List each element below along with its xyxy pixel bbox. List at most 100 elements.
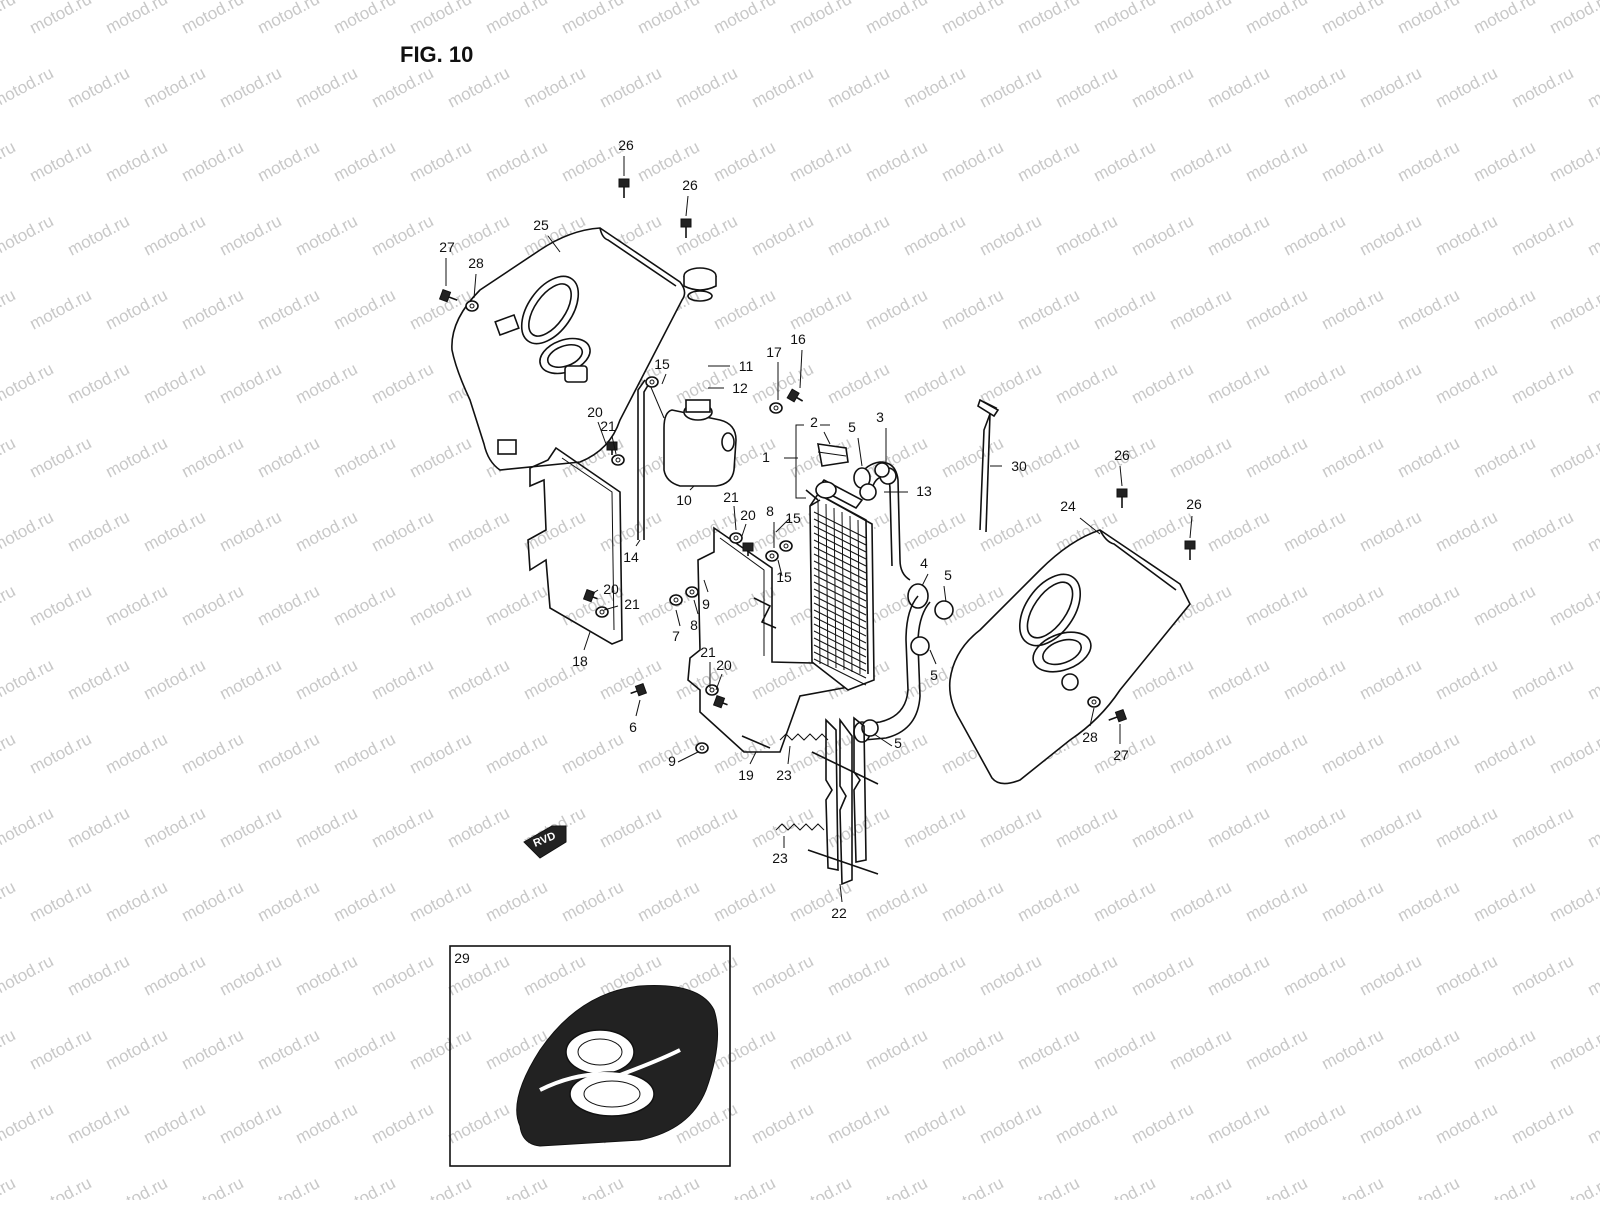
watermark-text: motod.ru — [748, 951, 816, 999]
watermark-text: motod.ru — [672, 803, 740, 851]
watermark-text: motod.ru — [1546, 1025, 1600, 1073]
watermark-text: motod.ru — [102, 877, 170, 925]
watermark-text: motod.ru — [140, 655, 208, 703]
leader-26b — [685, 195, 689, 217]
watermark-text: motod.ru — [1470, 1025, 1538, 1073]
emblem-plate: RVD — [523, 825, 567, 859]
watermark-text: motod.ru — [1546, 877, 1600, 925]
watermark-text: motod.ru — [64, 359, 132, 407]
watermark-text: motod.ru — [254, 0, 322, 38]
watermark-text: motod.ru — [1128, 359, 1196, 407]
leader-19 — [749, 751, 757, 765]
watermark-text: motod.ru — [482, 0, 550, 38]
watermark-text: motod.ru — [862, 1025, 930, 1073]
bolt — [582, 588, 598, 603]
watermark-text: motod.ru — [0, 507, 57, 555]
watermark-text: motod.ru — [558, 0, 626, 38]
callout-25: 25 — [533, 217, 549, 233]
callout-11: 11 — [739, 358, 754, 374]
leader-24 — [1079, 517, 1101, 535]
watermark-text: motod.ru — [1546, 581, 1600, 629]
bolt — [1116, 488, 1128, 508]
watermark-text: motod.ru — [254, 1173, 322, 1200]
leader-20a — [597, 421, 607, 445]
watermark-text: motod.ru — [140, 359, 208, 407]
washer — [765, 550, 779, 562]
watermark-text: motod.ru — [1584, 655, 1600, 703]
watermark-text: motod.ru — [102, 0, 170, 38]
leader-2 — [823, 431, 831, 445]
watermark-text: motod.ru — [672, 63, 740, 111]
washer — [595, 606, 609, 618]
watermark-text: motod.ru — [1318, 1025, 1386, 1073]
watermark-text: motod.ru — [0, 877, 19, 925]
callout-7: 7 — [672, 628, 680, 644]
fasteners — [438, 178, 1196, 754]
leader-25 — [547, 235, 561, 253]
watermark-text: motod.ru — [1356, 507, 1424, 555]
callout-26d: 26 — [1186, 496, 1202, 512]
watermark-text: motod.ru — [596, 655, 664, 703]
watermark-text: motod.ru — [938, 0, 1006, 38]
watermark-text: motod.ru — [1546, 729, 1600, 777]
watermark-text: motod.ru — [1394, 0, 1462, 38]
washer — [685, 586, 699, 598]
watermark-text: motod.ru — [1432, 655, 1500, 703]
watermark-text: motod.ru — [178, 137, 246, 185]
watermark-text: motod.ru — [596, 803, 664, 851]
watermark-text: motod.ru — [1394, 137, 1462, 185]
watermark-text: motod.ru — [216, 803, 284, 851]
watermark-text: motod.ru — [786, 285, 854, 333]
watermark-text: motod.ru — [1470, 1173, 1538, 1200]
watermark-text: motod.ru — [1470, 137, 1538, 185]
watermark-text: motod.ru — [900, 1099, 968, 1147]
watermark-text: motod.ru — [1584, 359, 1600, 407]
watermark-text: motod.ru — [330, 433, 398, 481]
watermark-text: motod.ru — [406, 729, 474, 777]
leader-28b — [1089, 707, 1095, 727]
watermark-text: motod.ru — [0, 433, 19, 481]
watermark-text: motod.ru — [862, 285, 930, 333]
leader-21a — [611, 435, 617, 455]
leader-20c — [591, 589, 599, 595]
watermark-text: motod.ru — [102, 1173, 170, 1200]
watermark-text: motod.ru — [178, 1173, 246, 1200]
watermark-text: motod.ru — [1166, 729, 1234, 777]
watermark-text: motod.ru — [786, 1173, 854, 1200]
watermark-text: motod.ru — [1280, 1099, 1348, 1147]
watermark-text: motod.ru — [1546, 285, 1600, 333]
watermark-text: motod.ru — [938, 1173, 1006, 1200]
watermark-text: motod.ru — [368, 211, 436, 259]
watermark-text: motod.ru — [330, 877, 398, 925]
watermark-text: motod.ru — [0, 655, 57, 703]
left-radiator-shroud — [451, 227, 686, 471]
reservoir-tank — [637, 267, 737, 540]
watermark-text: motod.ru — [178, 285, 246, 333]
callout-17: 17 — [766, 344, 782, 360]
watermark-text: motod.ru — [102, 137, 170, 185]
watermark-text: motod.ru — [938, 285, 1006, 333]
leader-5d — [873, 733, 893, 747]
watermark-text: motod.ru — [1014, 1025, 1082, 1073]
leader-28a — [473, 273, 477, 299]
callout-29: 29 — [454, 950, 470, 966]
watermark-text: motod.ru — [1128, 63, 1196, 111]
watermark-text: motod.ru — [710, 1173, 778, 1200]
watermark-text: motod.ru — [900, 507, 968, 555]
callout-14: 14 — [623, 549, 639, 565]
watermark-text: motod.ru — [1280, 655, 1348, 703]
watermark-text: motod.ru — [1546, 137, 1600, 185]
watermark-text: motod.ru — [216, 63, 284, 111]
watermark-text: motod.ru — [1432, 951, 1500, 999]
watermark-text: motod.ru — [406, 877, 474, 925]
watermark-text: motod.ru — [1584, 803, 1600, 851]
left-bracket-panel — [527, 446, 623, 645]
watermark-text: motod.ru — [900, 211, 968, 259]
watermark-text: motod.ru — [178, 581, 246, 629]
watermark-text: motod.ru — [900, 359, 968, 407]
watermark-text: motod.ru — [748, 211, 816, 259]
watermark-text: motod.ru — [1508, 507, 1576, 555]
callout-20b: 20 — [740, 507, 756, 523]
